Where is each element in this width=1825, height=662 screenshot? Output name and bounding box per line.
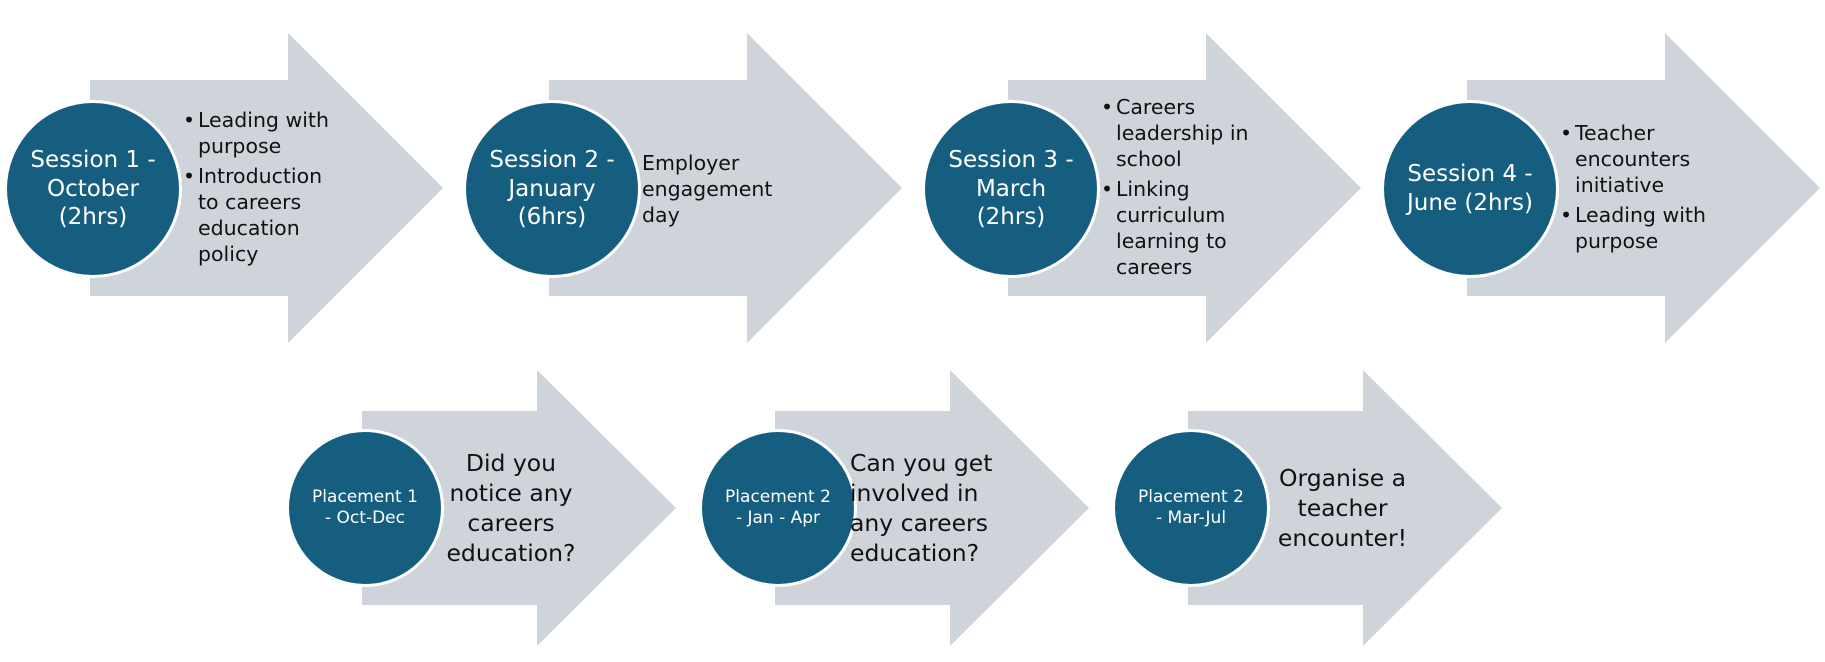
placement-1-arrow xyxy=(362,370,676,646)
session-2-arrow xyxy=(549,33,902,343)
session-4-text: Teacher encounters initiative Leading wi… xyxy=(1560,100,1720,278)
placement-3-circle: Placement 2 - Mar-Jul xyxy=(1112,429,1270,587)
placement-1-description: Did you notice any careers education? xyxy=(446,449,576,567)
session-3-circle: Session 3 - March (2hrs) xyxy=(922,100,1100,278)
session-2-circle: Session 2 - January (6hrs) xyxy=(463,100,641,278)
session-2-step: Session 2 - January (6hrs) Employer enga… xyxy=(459,30,904,346)
session-3-title: Session 3 - March (2hrs) xyxy=(948,146,1074,231)
session-1-bullet-2: Introduction to careers education policy xyxy=(183,163,343,267)
placement-2-title: Placement 2 - Jan - Apr xyxy=(725,486,831,528)
session-2-text: Employer engagement day xyxy=(642,100,782,278)
session-1-bullet-1: Leading with purpose xyxy=(183,107,343,159)
placement-3-step: Placement 2 - Mar-Jul Organise a teacher… xyxy=(1110,368,1505,648)
session-4-bullet-2: Leading with purpose xyxy=(1560,202,1720,254)
session-1-title: Session 1 - October (2hrs) xyxy=(30,146,156,231)
session-4-bullet-1: Teacher encounters initiative xyxy=(1560,120,1720,198)
session-4-bullets: Teacher encounters initiative Leading wi… xyxy=(1560,120,1720,258)
session-4-step: Session 4 - June (2hrs) Teacher encounte… xyxy=(1377,30,1822,346)
session-4-title: Session 4 - June (2hrs) xyxy=(1407,161,1533,216)
session-1-circle: Session 1 - October (2hrs) xyxy=(4,100,182,278)
placement-2-description: Can you get involved in any careers educ… xyxy=(850,449,993,567)
placement-3-arrow xyxy=(1188,370,1502,646)
placement-3-title: Placement 2 - Mar-Jul xyxy=(1138,486,1244,528)
session-1-bullets: Leading with purpose Introduction to car… xyxy=(183,107,343,271)
session-3-bullets: Careers leadership in school Linking cur… xyxy=(1101,94,1251,284)
session-4-circle: Session 4 - June (2hrs) xyxy=(1381,100,1559,278)
session-3-text: Careers leadership in school Linking cur… xyxy=(1101,88,1251,290)
session-3-bullet-2: Linking curriculum learning to careers xyxy=(1101,176,1251,280)
placement-3-text: Organise a teacher encounter! xyxy=(1265,429,1420,587)
placement-1-circle: Placement 1 - Oct-Dec xyxy=(286,429,444,587)
placement-2-arrow xyxy=(775,370,1089,646)
session-2-title: Session 2 - January (6hrs) xyxy=(489,146,615,231)
placement-2-step: Placement 2 - Jan - Apr Can you get invo… xyxy=(697,368,1092,648)
placement-1-text: Did you notice any careers education? xyxy=(436,429,586,587)
session-3-step: Session 3 - March (2hrs) Careers leaders… xyxy=(918,30,1363,346)
placement-2-text: Can you get involved in any careers educ… xyxy=(850,429,1002,587)
placement-1-title: Placement 1 - Oct-Dec xyxy=(312,486,418,528)
placement-3-description: Organise a teacher encounter! xyxy=(1277,464,1408,552)
session-3-bullet-1: Careers leadership in school xyxy=(1101,94,1251,172)
session-1-text: Leading with purpose Introduction to car… xyxy=(183,100,343,278)
session-1-step: Session 1 - October (2hrs) Leading with … xyxy=(0,30,445,346)
session-2-description: Employer engagement day xyxy=(642,151,773,227)
placement-1-step: Placement 1 - Oct-Dec Did you notice any… xyxy=(284,368,679,648)
placement-2-circle: Placement 2 - Jan - Apr xyxy=(699,429,857,587)
